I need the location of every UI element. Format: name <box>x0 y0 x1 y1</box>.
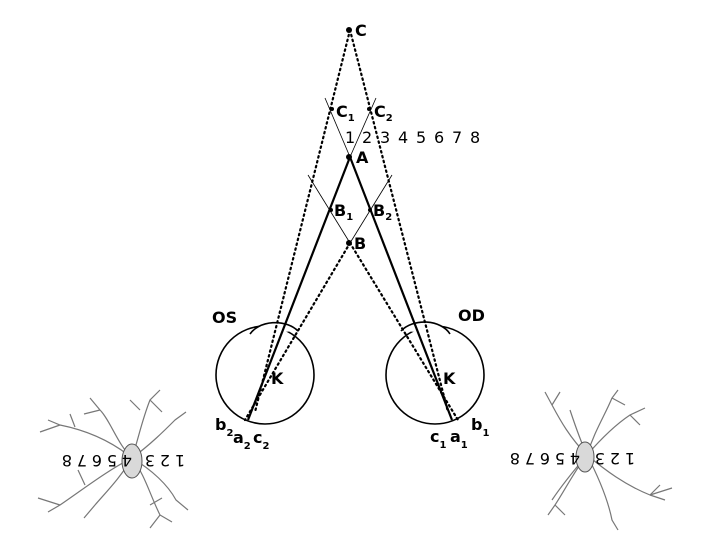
left-fundus-number-4: 4 <box>122 451 132 470</box>
label-a2-left: a2 <box>233 428 251 452</box>
label-b1-right: b1 <box>471 415 489 439</box>
left-fundus-number-2: 2 <box>160 451 170 470</box>
label-b: B <box>354 234 366 253</box>
top-scale-number-5: 5 <box>416 128 426 147</box>
label-a: A <box>356 148 369 167</box>
top-scale-number-7: 7 <box>452 128 462 147</box>
right-fundus-number-7: 7 <box>525 449 535 468</box>
points <box>329 27 372 246</box>
left-optic-disc <box>121 443 143 479</box>
top-scale-number-6: 6 <box>434 128 444 147</box>
label-c: C <box>355 21 367 40</box>
right-eye <box>385 321 485 425</box>
label-a1-right: a1 <box>450 427 468 451</box>
right-fundus-number-2: 2 <box>610 449 620 468</box>
left-nodal-k: K <box>271 369 284 388</box>
left-cornea <box>249 321 299 335</box>
point-b-dot <box>346 240 352 246</box>
right-fundus-number-6: 6 <box>540 449 550 468</box>
left-fundus-number-1: 1 <box>175 451 185 470</box>
label-c1-right: c1 <box>430 427 446 451</box>
top-scale-number-1: 1 <box>345 128 355 147</box>
right-fundus-number-1: 1 <box>625 449 635 468</box>
label-c2: C2 <box>374 102 393 124</box>
label-c1: C1 <box>336 102 355 124</box>
left-fundus-number-6: 6 <box>92 451 102 470</box>
right-fundus-number-4: 4 <box>570 449 580 468</box>
label-c2-left: c2 <box>253 428 269 452</box>
right-nodal-k: K <box>443 369 456 388</box>
top-scale-number-2: 2 <box>362 128 372 147</box>
label-b2: B2 <box>373 201 392 223</box>
point-c1-dot <box>330 107 334 111</box>
right-fundus-number-8: 8 <box>510 449 520 468</box>
point-a-dot <box>346 154 352 160</box>
left-fundus-number-3: 3 <box>145 451 155 470</box>
left-fundus-number-7: 7 <box>77 451 87 470</box>
point-c2-dot <box>367 107 371 111</box>
right-fundus-number-3: 3 <box>595 449 605 468</box>
label-os: OS <box>212 308 237 327</box>
top-scale-number-8: 8 <box>470 128 480 147</box>
right-fundus-number-5: 5 <box>555 449 565 468</box>
label-od: OD <box>458 306 485 325</box>
point-c-dot <box>346 27 352 33</box>
left-fundus-number-8: 8 <box>62 451 72 470</box>
left-fundus-number-5: 5 <box>107 451 117 470</box>
right-cornea <box>400 321 451 335</box>
visual-axes <box>246 156 454 421</box>
point-b2-dot <box>368 208 372 212</box>
right-optic-disc <box>575 441 595 473</box>
point-b1-dot <box>329 208 333 212</box>
top-scale-number-4: 4 <box>398 128 408 147</box>
projection-lines-dotted <box>243 28 460 422</box>
label-b2-left: b2 <box>215 415 233 439</box>
label-b1: B1 <box>334 201 353 223</box>
top-scale-number-3: 3 <box>380 128 390 147</box>
